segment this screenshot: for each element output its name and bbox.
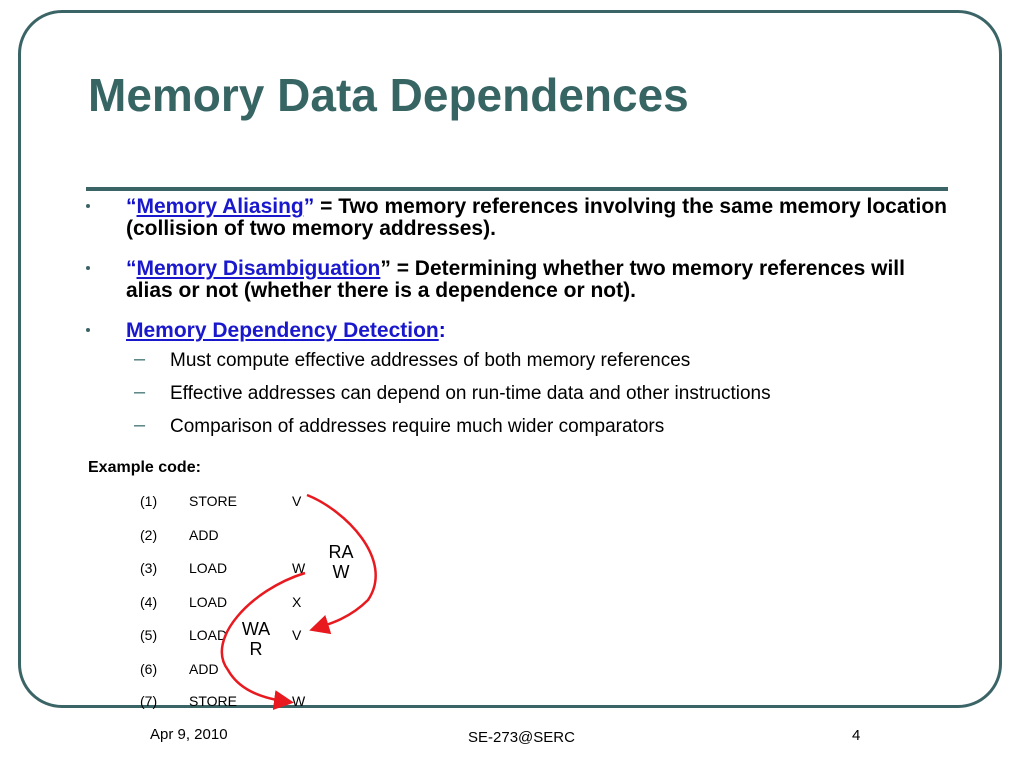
war-label-line2: R	[249, 639, 263, 659]
bullet-dot-icon	[86, 328, 90, 332]
war-label-line1: WA	[241, 619, 271, 639]
code-operand: W	[292, 560, 306, 576]
code-line-number: (5)	[140, 627, 158, 643]
memory-disambiguation-link[interactable]: Memory Disambiguation	[136, 257, 381, 280]
memory-aliasing-link[interactable]: Memory Aliasing	[136, 195, 304, 218]
footer-date: Apr 9, 2010	[150, 726, 228, 743]
memory-aliasing-definition: = Two memory references involving the sa…	[126, 195, 948, 240]
sub-bullet-text: Comparison of addresses require much wid…	[170, 416, 665, 437]
code-opcode: LOAD	[189, 594, 228, 610]
war-label: WA R	[235, 619, 277, 659]
bullet-memory-disambiguation: “Memory Disambiguation” = Determining wh…	[86, 258, 956, 302]
code-operand: V	[292, 627, 302, 643]
slide-number: 4	[852, 727, 861, 744]
bullet-memory-dependency-detection: Memory Dependency Detection:	[86, 320, 956, 342]
title-rule	[86, 187, 948, 191]
bullet-dot-icon	[86, 266, 90, 270]
bullet-list: “Memory Aliasing” = Two memory reference…	[86, 196, 956, 360]
code-operand: W	[292, 693, 306, 709]
slide-title: Memory Data Dependences	[88, 69, 689, 121]
bullet-memory-aliasing: “Memory Aliasing” = Two memory reference…	[86, 196, 956, 240]
code-opcode: ADD	[189, 661, 219, 677]
code-opcode: STORE	[189, 693, 237, 709]
memory-disambiguation-definition: ” = Determining whether two memory refer…	[126, 257, 905, 302]
code-line-number: (7)	[140, 693, 158, 709]
raw-label-line1: RA	[328, 542, 354, 562]
code-operand: X	[292, 594, 302, 610]
sub-bullet: – Effective addresses can depend on run-t…	[134, 381, 771, 405]
code-line-number: (3)	[140, 560, 158, 576]
code-opcode: STORE	[189, 493, 237, 509]
close-quote: ”	[303, 195, 315, 218]
footer-center-text: SE-273@SERC	[468, 729, 575, 746]
code-line-number: (4)	[140, 594, 158, 610]
code-line-number: (1)	[140, 493, 158, 509]
sub-bullet: – Comparison of addresses require much wi…	[134, 414, 771, 438]
code-operand: V	[292, 493, 302, 509]
dash-icon: –	[134, 348, 146, 370]
open-quote: “	[126, 257, 137, 280]
memory-dependency-detection-link[interactable]: Memory Dependency Detection	[126, 319, 439, 342]
slide-frame	[18, 10, 1002, 708]
example-code-label: Example code:	[88, 459, 201, 476]
raw-label-line2: W	[332, 562, 350, 582]
sub-bullet: – Must compute effective addresses of bot…	[134, 348, 771, 372]
open-quote: “	[126, 195, 137, 218]
code-opcode: LOAD	[189, 627, 228, 643]
code-opcode: LOAD	[189, 560, 228, 576]
sub-bullet-text: Must compute effective addresses of both…	[170, 350, 691, 371]
sub-bullet-text: Effective addresses can depend on run-ti…	[170, 383, 771, 404]
code-line-number: (2)	[140, 527, 158, 543]
detection-colon: :	[438, 319, 446, 342]
dash-icon: –	[134, 381, 146, 403]
code-opcode: ADD	[189, 527, 219, 543]
bullet-dot-icon	[86, 204, 90, 208]
raw-label: RA W	[322, 542, 360, 582]
sub-bullet-list: – Must compute effective addresses of bot…	[0, 348, 771, 449]
code-line-number: (6)	[140, 661, 158, 677]
dash-icon: –	[134, 414, 146, 436]
